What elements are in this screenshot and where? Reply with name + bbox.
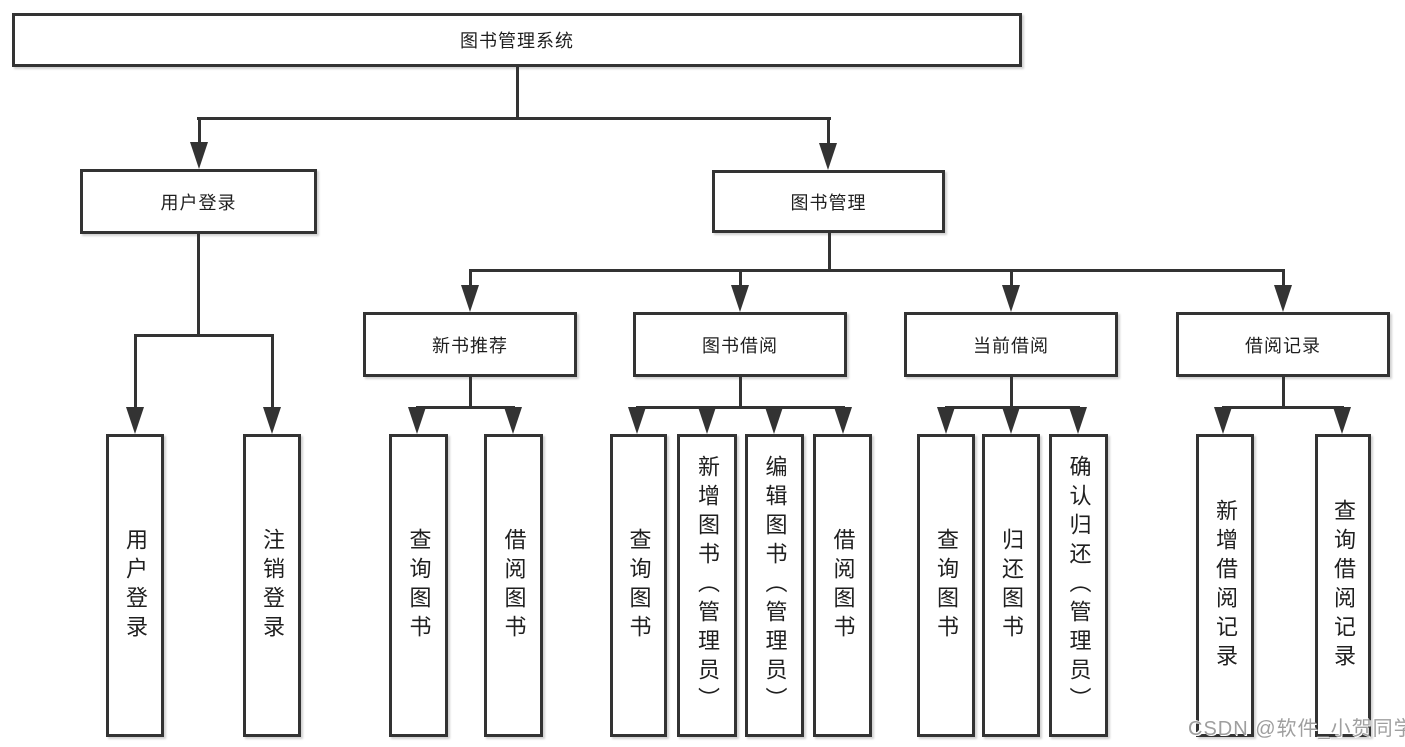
node-label-query-borrow-record: 查询借阅记录 <box>1331 498 1356 673</box>
node-label-current-borrowing: 当前借阅 <box>973 335 1049 356</box>
arrow-stem-4 <box>1009 270 1013 287</box>
node-query-books-borrow: 查询图书 <box>610 434 667 737</box>
connector-vline-4 <box>738 377 742 409</box>
arrowhead-down-icon <box>937 407 955 434</box>
arrowhead-down-icon <box>819 143 837 170</box>
arrowhead-down-icon <box>190 142 208 169</box>
connector-hline-4 <box>635 405 845 409</box>
node-book-management: 图书管理 <box>712 170 945 233</box>
arrowhead-down-icon <box>504 407 522 434</box>
arrowhead-down-icon <box>1069 407 1087 434</box>
node-label-new-book-recommendation: 新书推荐 <box>432 335 508 356</box>
node-label-logout: 注销登录 <box>260 527 285 644</box>
arrow-stem-1 <box>826 118 830 145</box>
node-user-login-group: 用户登录 <box>80 169 317 234</box>
node-new-book-recommendation: 新书推荐 <box>363 312 577 377</box>
arrowhead-down-icon <box>628 407 646 434</box>
node-borrow-books-recommend: 借阅图书 <box>484 434 543 737</box>
node-label-confirm-return-admin: 确认归还（管理员） <box>1066 455 1092 716</box>
node-logout: 注销登录 <box>243 434 301 737</box>
connector-vline-2 <box>827 233 831 272</box>
arrowhead-down-icon <box>1333 407 1351 434</box>
arrow-stem-5 <box>1281 270 1285 287</box>
node-borrowing-records: 借阅记录 <box>1176 312 1390 377</box>
node-label-book-management: 图书管理 <box>790 192 867 213</box>
arrowhead-down-icon <box>408 407 426 434</box>
connector-hline-1 <box>468 268 1285 272</box>
node-label-edit-books-admin: 编辑图书（管理员） <box>762 455 788 716</box>
node-add-borrow-record: 新增借阅记录 <box>1196 434 1254 737</box>
node-label-query-books-current: 查询图书 <box>934 527 959 644</box>
node-label-borrow-books-recommend: 借阅图书 <box>501 527 527 644</box>
node-label-add-borrow-record: 新增借阅记录 <box>1213 498 1238 673</box>
arrow-stem-2 <box>468 270 472 287</box>
node-book-borrowing: 图书借阅 <box>633 312 847 377</box>
connector-vline-5 <box>1009 377 1013 409</box>
arrowhead-down-icon <box>1214 407 1232 434</box>
arrowhead-down-icon <box>698 407 716 434</box>
node-borrow-books: 借阅图书 <box>813 434 872 737</box>
node-confirm-return-admin: 确认归还（管理员） <box>1049 434 1108 737</box>
node-user-login: 用户登录 <box>106 434 164 737</box>
node-label-query-books-recommend: 查询图书 <box>406 527 432 644</box>
arrow-stem-3 <box>738 270 742 287</box>
node-label-user-login-group: 用户登录 <box>160 192 237 213</box>
node-return-books: 归还图书 <box>982 434 1040 737</box>
connector-hline-3 <box>415 405 515 409</box>
node-library-management-system: 图书管理系统 <box>12 13 1022 67</box>
node-label-user-login: 用户登录 <box>123 527 148 644</box>
connector-vline-1 <box>196 234 200 337</box>
arrowhead-down-icon <box>1002 285 1020 312</box>
node-label-return-books: 归还图书 <box>999 527 1024 644</box>
arrowhead-down-icon <box>765 407 783 434</box>
node-label-add-books-admin: 新增图书（管理员） <box>695 455 720 716</box>
node-add-books-admin: 新增图书（管理员） <box>677 434 737 737</box>
node-query-borrow-record: 查询借阅记录 <box>1315 434 1371 737</box>
arrowhead-down-icon <box>731 285 749 312</box>
connector-vline-0 <box>515 67 519 120</box>
arrowhead-down-icon <box>263 407 281 434</box>
connector-hline-0 <box>196 116 831 120</box>
csdn-watermark: CSDN @软件_小贺同学 <box>1188 718 1405 740</box>
arrowhead-down-icon <box>1274 285 1292 312</box>
node-current-borrowing: 当前借阅 <box>904 312 1118 377</box>
node-label-borrow-books: 借阅图书 <box>830 527 856 644</box>
connector-hline-2 <box>133 333 274 337</box>
connector-hline-6 <box>1221 405 1344 409</box>
arrow-stem-6 <box>133 335 137 409</box>
arrowhead-down-icon <box>1002 407 1020 434</box>
arrowhead-down-icon <box>461 285 479 312</box>
arrowhead-down-icon <box>126 407 144 434</box>
arrowhead-down-icon <box>834 407 852 434</box>
node-edit-books-admin: 编辑图书（管理员） <box>745 434 804 737</box>
node-label-library-management-system: 图书管理系统 <box>460 31 574 51</box>
connector-vline-6 <box>1281 377 1285 409</box>
node-query-books-recommend: 查询图书 <box>389 434 448 737</box>
arrow-stem-7 <box>270 335 274 409</box>
node-query-books-current: 查询图书 <box>917 434 975 737</box>
node-label-book-borrowing: 图书借阅 <box>702 335 778 356</box>
node-label-query-books-borrow: 查询图书 <box>626 527 652 644</box>
connector-vline-3 <box>468 377 472 409</box>
node-label-borrowing-records: 借阅记录 <box>1245 335 1321 356</box>
arrow-stem-0 <box>197 118 201 144</box>
